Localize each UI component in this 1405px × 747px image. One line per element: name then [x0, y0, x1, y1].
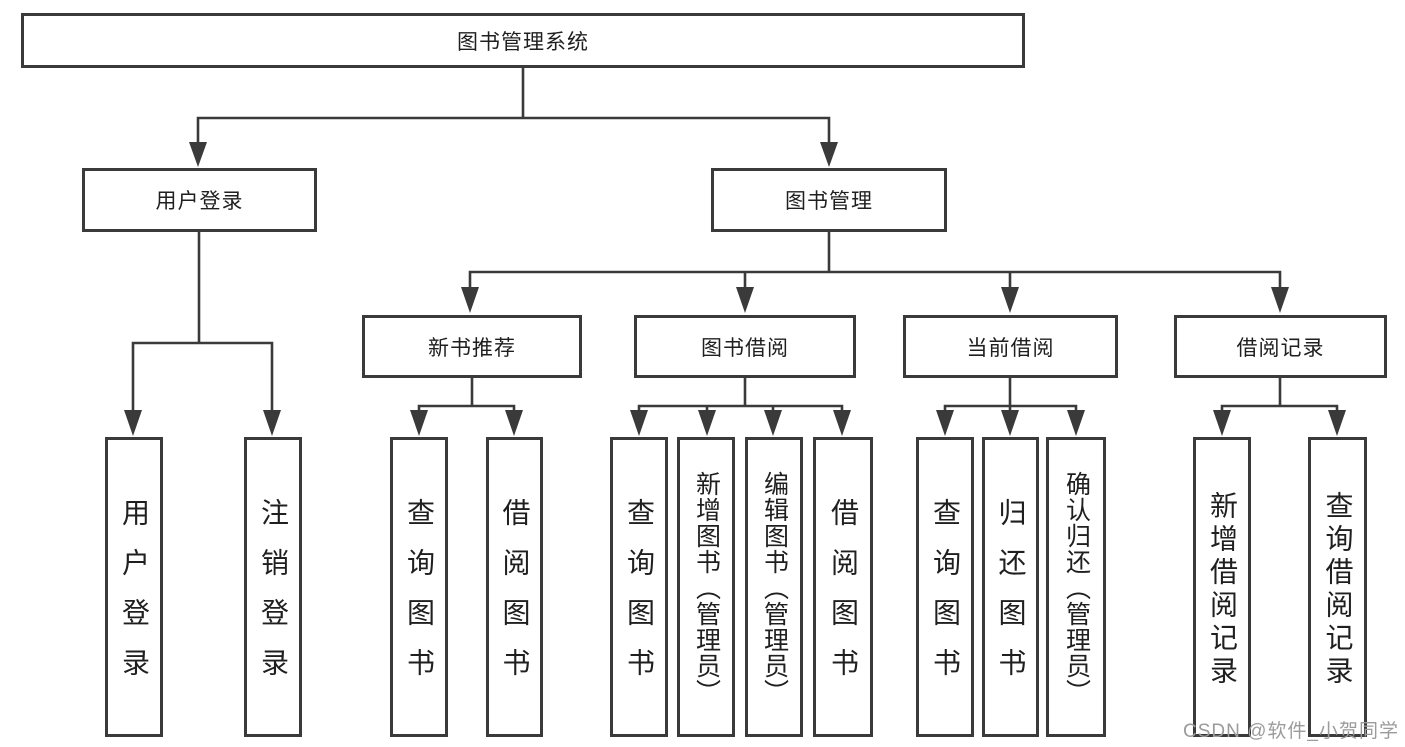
arrow-recommend-leaf-2	[505, 410, 523, 436]
node-book-borrow-label: 图书借阅	[701, 336, 789, 360]
node-borrow-records: 借阅记录	[1174, 315, 1387, 378]
leaf-records-add-record: 新增借阅记录	[1193, 437, 1251, 737]
leaf-records-query-record-label: 查询借阅记录	[1322, 491, 1354, 689]
leaf-current-confirm-return-admin: 确认归还（管理员）	[1046, 437, 1106, 737]
leaf-user-login: 用户登录	[105, 437, 163, 737]
arrow-records-leaf-2	[1328, 410, 1346, 436]
arrow-borrow-leaf-4	[833, 410, 851, 436]
arrow-records-leaf-1	[1213, 410, 1231, 436]
arrow-to-recommend	[461, 287, 479, 313]
leaf-borrow-borrow-books-label: 借阅图书	[828, 498, 859, 698]
arrow-borrow-leaf-2	[698, 410, 716, 436]
leaf-records-add-record-label: 新增借阅记录	[1207, 491, 1238, 689]
leaf-borrow-borrow-books: 借阅图书	[813, 437, 873, 737]
leaf-borrow-add-books-admin: 新增图书（管理员）	[677, 437, 735, 737]
csdn-watermark: CSDN @软件_小贺同学	[1183, 721, 1399, 742]
arrow-to-book-management	[820, 142, 838, 167]
node-new-book-recommend-label: 新书推荐	[428, 336, 516, 360]
leaf-borrow-query-books: 查询图书	[610, 437, 668, 737]
node-borrow-records-label: 借阅记录	[1236, 336, 1325, 360]
connector-level2-bar	[196, 116, 831, 144]
arrow-to-borrow	[736, 287, 754, 313]
connector-records-bar	[1220, 404, 1339, 412]
connector-recommend-bar	[417, 404, 516, 412]
leaf-current-query-books: 查询图书	[916, 437, 974, 737]
node-book-borrow: 图书借阅	[634, 315, 856, 378]
arrow-borrow-leaf-3	[764, 410, 782, 436]
leaf-current-query-books-label: 查询图书	[930, 498, 961, 698]
leaf-current-return-books-label: 归还图书	[995, 498, 1027, 698]
arrow-recommend-leaf-1	[410, 410, 428, 436]
node-user-login-branch: 用户登录	[82, 168, 317, 232]
arrow-to-leaf-user-login	[124, 410, 142, 436]
leaf-recommend-query-books: 查询图书	[390, 437, 448, 737]
arrow-current-leaf-1	[936, 410, 954, 436]
leaf-borrow-add-books-admin-label: 新增图书（管理员）	[692, 471, 721, 705]
arrow-to-user-login-branch	[189, 142, 207, 167]
leaf-recommend-borrow-books: 借阅图书	[486, 437, 543, 737]
arrow-to-current	[1001, 287, 1019, 313]
node-new-book-recommend: 新书推荐	[362, 315, 582, 378]
arrow-to-leaf-logout	[263, 410, 281, 436]
leaf-recommend-query-books-label: 查询图书	[404, 498, 435, 698]
node-book-management-label: 图书管理	[785, 190, 873, 213]
arrow-to-records	[1271, 287, 1289, 313]
node-current-borrow: 当前借阅	[903, 315, 1118, 378]
leaf-current-return-books: 归还图书	[982, 437, 1039, 737]
arrow-current-leaf-2	[1001, 410, 1019, 436]
leaf-logout-label: 注销登录	[258, 498, 289, 698]
arrow-current-leaf-3	[1067, 410, 1085, 436]
leaf-borrow-query-books-label: 查询图书	[624, 498, 655, 698]
arrow-borrow-leaf-1	[630, 410, 648, 436]
node-user-login-branch-label: 用户登录	[155, 190, 244, 213]
arrowheads	[124, 142, 1346, 436]
node-book-management: 图书管理	[711, 168, 947, 232]
connector-user-bar	[131, 341, 274, 412]
leaf-recommend-borrow-books-label: 借阅图书	[499, 498, 531, 698]
connector-level3-bar	[468, 270, 1282, 288]
leaf-user-login-label: 用户登录	[119, 498, 150, 698]
connector-borrow-bar	[637, 404, 844, 412]
leaf-borrow-edit-books-admin: 编辑图书（管理员）	[745, 437, 803, 737]
node-root-label: 图书管理系统	[457, 30, 589, 54]
node-root-library-system: 图书管理系统	[21, 13, 1025, 68]
leaf-current-confirm-return-admin-label: 确认归还（管理员）	[1062, 471, 1091, 705]
leaf-borrow-edit-books-admin-label: 编辑图书（管理员）	[760, 471, 789, 705]
node-current-borrow-label: 当前借阅	[966, 336, 1055, 360]
leaf-logout: 注销登录	[244, 437, 302, 737]
leaf-records-query-record: 查询借阅记录	[1308, 437, 1367, 737]
